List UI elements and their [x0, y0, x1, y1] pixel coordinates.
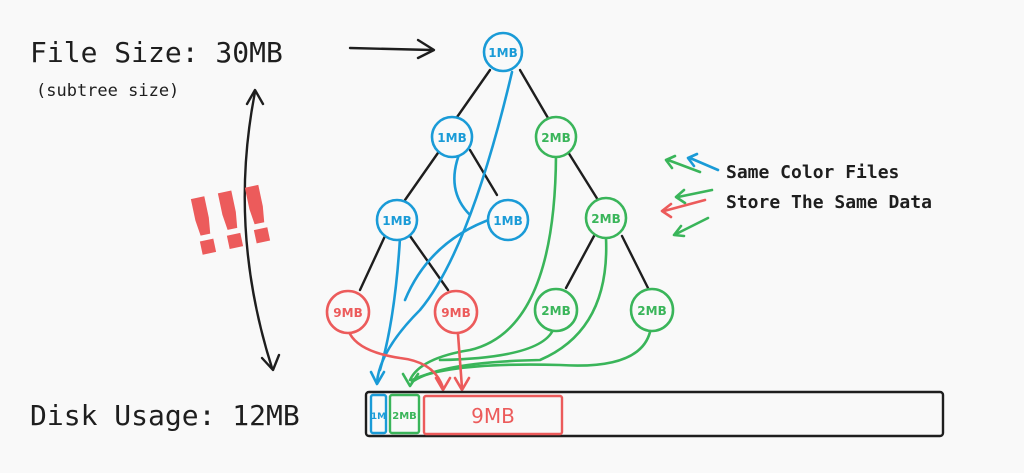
- tree-node-l3-b: 9MB: [433, 289, 479, 335]
- file-size-note: (subtree size): [36, 81, 179, 101]
- pointer-arrow: [348, 46, 434, 52]
- tree-edges: [358, 68, 650, 292]
- tree-node-l3-c: 2MB: [533, 287, 579, 333]
- svg-text:2MB: 2MB: [637, 304, 666, 318]
- exclamation-marks: !!!: [177, 170, 277, 275]
- svg-text:2MB: 2MB: [541, 131, 570, 145]
- svg-text:2MB: 2MB: [392, 411, 417, 422]
- svg-text:9MB: 9MB: [441, 306, 470, 320]
- compare-arrow-head-top: [245, 88, 265, 106]
- disk-block-green: 2MB: [388, 393, 421, 435]
- tree-node-root: 1MB: [482, 31, 524, 73]
- tree-node-l1-left: 1MB: [430, 115, 474, 159]
- legend: Same Color Files Store The Same Data: [660, 152, 932, 238]
- tree-node-l1-right: 2MB: [534, 115, 578, 159]
- svg-text:1MB: 1MB: [437, 131, 466, 145]
- tree-node-l2-b: 1MB: [486, 198, 530, 242]
- svg-text:2MB: 2MB: [591, 212, 620, 226]
- compare-arrow-head-bottom: [260, 353, 281, 372]
- disk-usage-label: Disk Usage: 12MB: [30, 399, 300, 432]
- svg-text:9MB: 9MB: [333, 306, 362, 320]
- file-size-label: File Size: 30MB: [30, 36, 283, 69]
- disk-bar: 1M 2MB 9MB: [364, 390, 945, 438]
- svg-text:1MB: 1MB: [382, 214, 411, 228]
- tree-node-l2-a: 1MB: [375, 198, 419, 242]
- svg-text:9MB: 9MB: [471, 404, 515, 428]
- svg-text:1MB: 1MB: [488, 46, 517, 60]
- svg-text:2MB: 2MB: [541, 304, 570, 318]
- legend-line-1: Same Color Files: [726, 162, 899, 183]
- tree-node-l2-c: 2MB: [584, 196, 628, 240]
- legend-line-2: Store The Same Data: [726, 192, 932, 213]
- svg-text:1M: 1M: [371, 412, 386, 422]
- pointer-arrow-head: [416, 38, 436, 60]
- svg-text:1MB: 1MB: [493, 214, 522, 228]
- compare-arrow: [243, 90, 274, 370]
- tree-node-l3-d: 2MB: [629, 287, 675, 333]
- tree-node-l3-a: 9MB: [325, 289, 371, 335]
- disk-block-blue: 1M: [369, 393, 388, 435]
- dedup-links: [348, 70, 652, 392]
- disk-block-red: 9MB: [422, 394, 564, 436]
